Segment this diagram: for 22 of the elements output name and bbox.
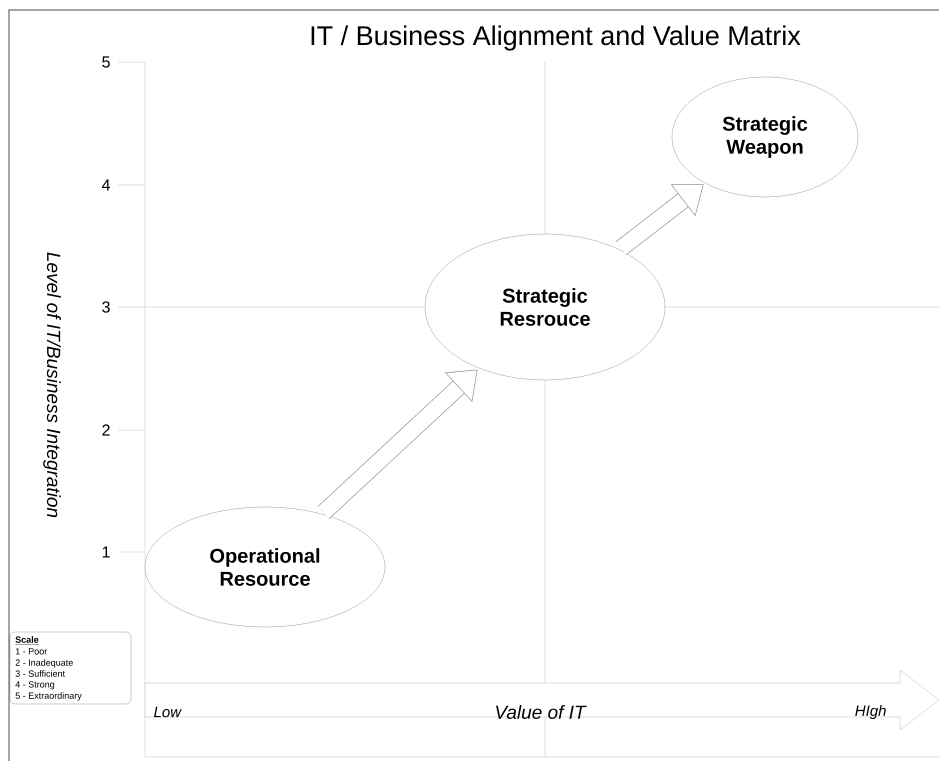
axis-label: HIgh	[855, 705, 886, 719]
tick-label: 1	[102, 546, 110, 558]
label: 3 - Sufficient	[16, 670, 65, 677]
label: 2 - Inadequate	[16, 659, 73, 668]
ellipse-node: Strategic Resrouce	[424, 234, 666, 380]
block-arrow	[616, 184, 704, 256]
tick-label: 5	[102, 56, 110, 68]
label: Scale	[15, 636, 38, 643]
block-arrow	[318, 370, 478, 519]
ellipse-node: Strategic Weapon	[672, 76, 858, 198]
tick-label: 3	[102, 301, 110, 313]
tick-label: 2	[102, 424, 110, 436]
scale-box: Scale 1 - Poor 2 - Inadequate 3 - Sufficient 4 - Strong 5 - Extraordinary	[10, 632, 132, 704]
axis-label: Low	[154, 706, 182, 718]
axis-title: Level of IT/Business Integration	[43, 252, 61, 518]
ellipse-node: Operational Resource	[144, 506, 386, 628]
label: 5 - Extraordinary	[16, 692, 82, 701]
label: 4 - Strong	[15, 681, 54, 690]
axis-title: Value of IT	[496, 705, 587, 719]
tick-label: 4	[102, 180, 110, 190]
title: IT / Business Alignment and Value Matrix	[312, 25, 800, 51]
label: 1 - Poor	[16, 648, 48, 654]
